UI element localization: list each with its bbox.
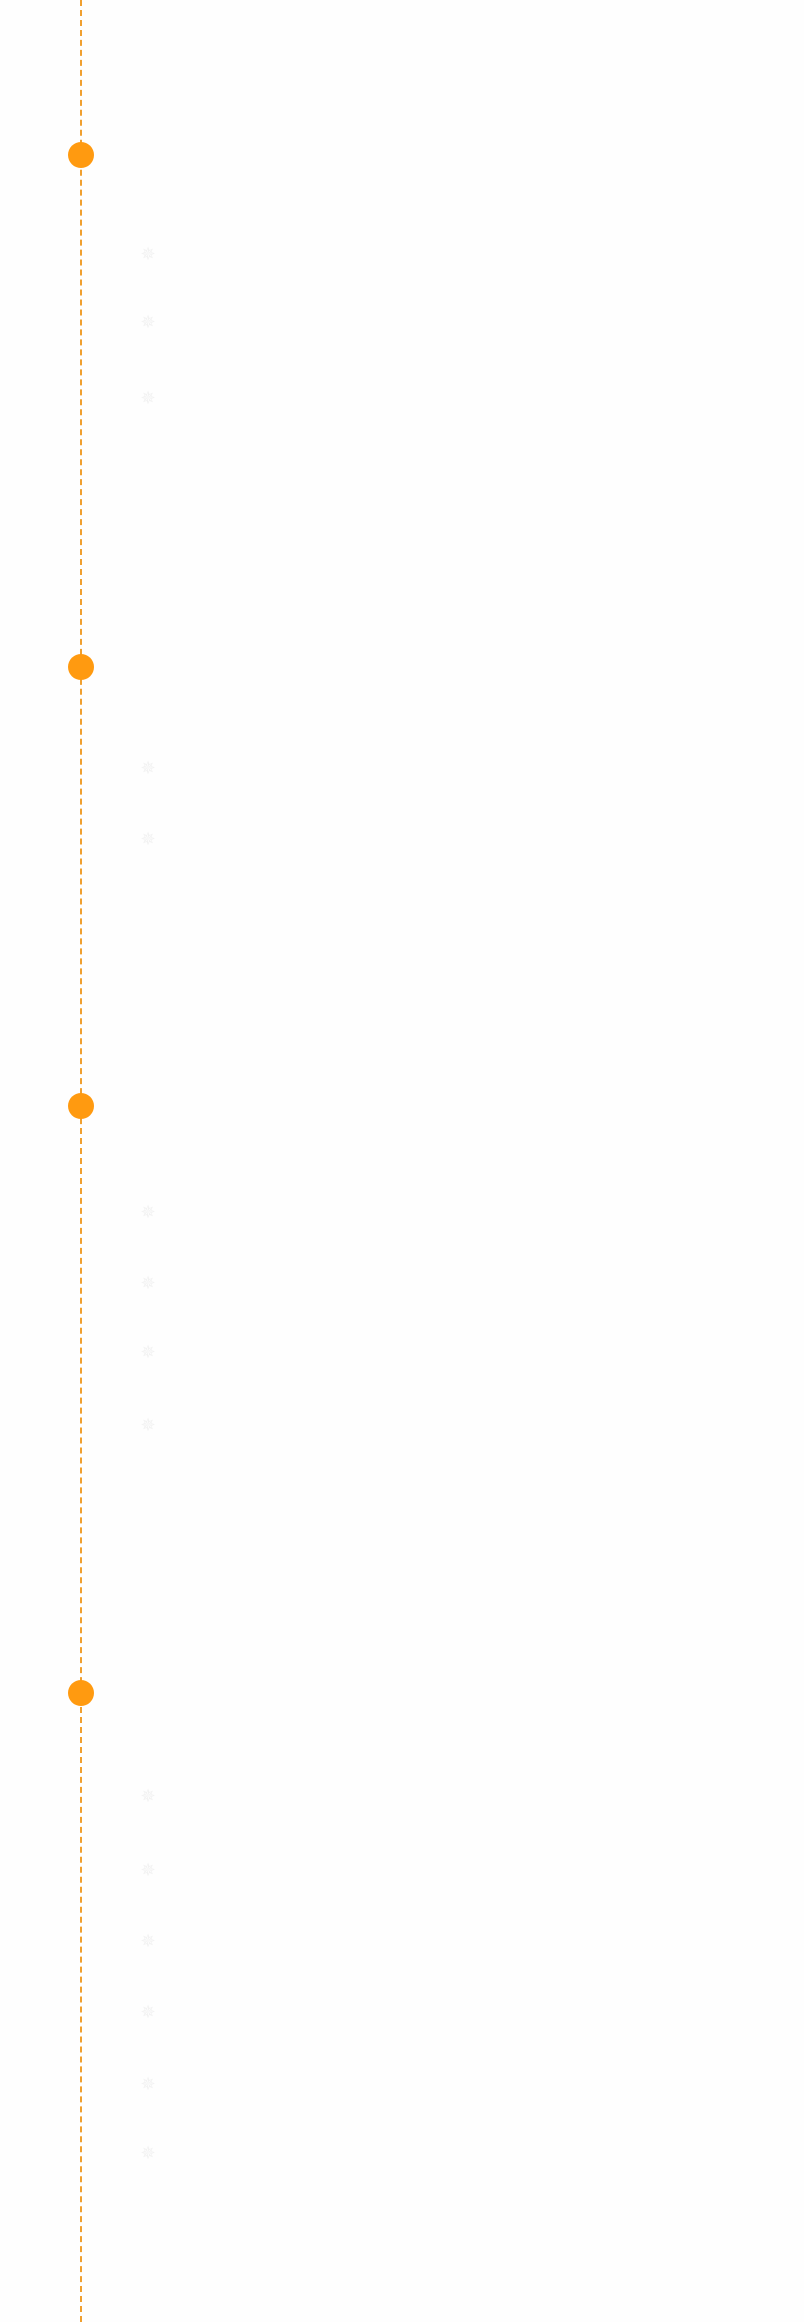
sparkle-icon: ✵: [140, 1931, 156, 1951]
timeline-marker: [68, 1093, 94, 1119]
sparkle-icon: ✵: [140, 388, 156, 408]
timeline-marker: [68, 654, 94, 680]
timeline-line: [80, 0, 82, 2322]
sparkle-icon: ✵: [140, 2143, 156, 2163]
sparkle-icon: ✵: [140, 2074, 156, 2094]
sparkle-icon: ✵: [140, 829, 156, 849]
sparkle-icon: ✵: [140, 312, 156, 332]
sparkle-icon: ✵: [140, 2002, 156, 2022]
sparkle-icon: ✵: [140, 244, 156, 264]
sparkle-icon: ✵: [140, 1860, 156, 1880]
timeline-marker: [68, 1680, 94, 1706]
timeline-marker: [68, 142, 94, 168]
sparkle-icon: ✵: [140, 1786, 156, 1806]
sparkle-icon: ✵: [140, 1273, 156, 1293]
sparkle-icon: ✵: [140, 1415, 156, 1435]
sparkle-icon: ✵: [140, 1342, 156, 1362]
sparkle-icon: ✵: [140, 758, 156, 778]
sparkle-icon: ✵: [140, 1202, 156, 1222]
